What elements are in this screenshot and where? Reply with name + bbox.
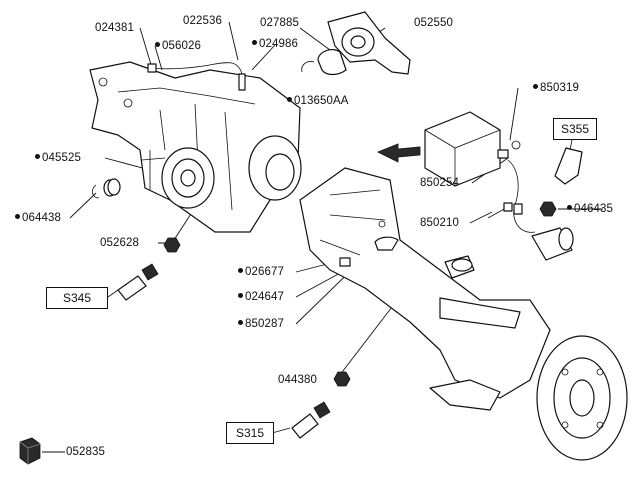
bolt-850210 — [487, 202, 513, 219]
callout-s315[interactable]: S315 — [226, 422, 274, 444]
dot-icon — [287, 97, 292, 102]
dot-icon — [35, 154, 40, 159]
part-label-013650AA: 013650AA — [287, 95, 349, 108]
dot-icon — [238, 320, 243, 325]
part-label-045525-text: 045525 — [42, 152, 81, 164]
control-module — [377, 111, 521, 187]
part-label-850319-text: 850319 — [540, 82, 579, 94]
mount-bracket — [301, 11, 411, 76]
part-label-046435-text: 046435 — [574, 203, 613, 215]
speed-sensor — [507, 139, 583, 261]
part-label-046435: 046435 — [567, 203, 613, 216]
connector-s345 — [107, 263, 159, 301]
front-axle — [299, 167, 628, 461]
part-label-850254: 850254 — [420, 177, 459, 189]
part-label-026677: 026677 — [238, 266, 284, 279]
dot-icon — [238, 293, 243, 298]
part-label-024381: 024381 — [95, 22, 134, 34]
part-label-013650AA-text: 013650AA — [294, 95, 349, 107]
part-label-024647: 024647 — [238, 291, 284, 304]
part-label-850319: 850319 — [533, 82, 579, 95]
dot-icon — [15, 214, 20, 219]
connector-s315 — [271, 401, 331, 439]
dot-icon — [533, 84, 538, 89]
nut-052628 — [163, 237, 181, 253]
part-label-052628: 052628 — [100, 237, 139, 249]
part-label-850287-text: 850287 — [245, 318, 284, 330]
part-label-045525: 045525 — [35, 152, 81, 165]
dot-icon — [238, 268, 243, 273]
part-label-850210: 850210 — [420, 217, 459, 229]
part-label-052550: 052550 — [414, 17, 453, 29]
dot-icon — [252, 40, 257, 45]
dot-icon — [567, 205, 572, 210]
callout-s345[interactable]: S345 — [46, 287, 108, 309]
part-label-022536: 022536 — [183, 15, 222, 27]
part-label-026677-text: 026677 — [245, 266, 284, 278]
transfer-case — [89, 61, 302, 233]
seal-and-clip — [92, 178, 121, 199]
part-label-064438: 064438 — [15, 212, 61, 225]
dot-icon — [155, 42, 160, 47]
part-label-024647-text: 024647 — [245, 291, 284, 303]
nut-046435 — [539, 201, 557, 217]
part-label-044380: 044380 — [278, 374, 317, 386]
part-label-027885: 027885 — [260, 17, 299, 29]
nut-044380 — [333, 371, 351, 387]
part-label-024986-text: 024986 — [259, 38, 298, 50]
part-label-056026: 056026 — [155, 40, 201, 53]
part-label-024986: 024986 — [252, 38, 298, 51]
part-label-052835: 052835 — [66, 446, 105, 458]
part-label-064438-text: 064438 — [22, 212, 61, 224]
cube-052835 — [19, 437, 41, 465]
callout-s355[interactable]: S355 — [553, 118, 597, 140]
part-label-056026-text: 056026 — [162, 40, 201, 52]
part-label-850287: 850287 — [238, 318, 284, 331]
